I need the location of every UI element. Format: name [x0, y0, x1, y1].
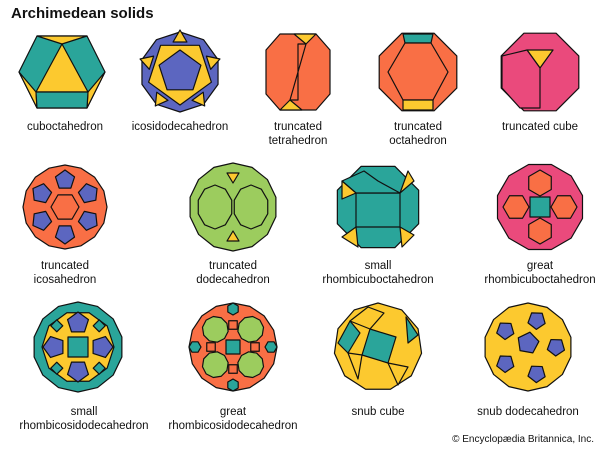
- face: [517, 331, 540, 354]
- icosidodecahedron: [139, 29, 221, 113]
- face: [546, 338, 566, 357]
- face: [250, 342, 260, 352]
- face: [341, 226, 359, 248]
- face: [289, 43, 307, 101]
- label-icosidodecahedron: icosidodecahedron: [131, 121, 229, 133]
- snub-cube: [333, 302, 423, 390]
- diagram-title: Archimedean solids: [11, 5, 154, 22]
- face: [32, 210, 53, 231]
- face: [77, 183, 98, 204]
- face: [188, 341, 202, 353]
- snub-dodecahedron: [484, 302, 572, 392]
- face: [154, 91, 169, 107]
- face: [227, 378, 239, 392]
- face: [228, 364, 238, 374]
- face: [405, 316, 419, 344]
- face: [349, 306, 385, 330]
- face: [158, 49, 202, 91]
- face: [172, 29, 188, 43]
- face: [529, 196, 551, 218]
- face: [67, 336, 89, 358]
- face: [54, 225, 76, 245]
- face: [50, 194, 80, 220]
- face: [35, 91, 89, 109]
- face: [237, 351, 265, 379]
- face: [92, 319, 106, 333]
- face: [36, 35, 88, 45]
- face: [92, 361, 106, 375]
- face: [228, 320, 238, 330]
- face: [50, 319, 64, 333]
- face: [233, 184, 269, 230]
- great-rhombicuboctahedron: [496, 163, 584, 251]
- label-truncated-cube: truncated cube: [501, 121, 579, 133]
- great-rhombicosidodecahedron: [188, 302, 278, 392]
- cuboctahedron: [18, 35, 106, 109]
- face: [226, 230, 240, 242]
- face: [528, 217, 552, 245]
- face: [399, 170, 415, 194]
- face: [337, 320, 361, 354]
- face: [197, 184, 233, 230]
- face: [66, 361, 90, 383]
- face: [54, 169, 76, 189]
- face: [264, 341, 278, 353]
- face: [387, 362, 409, 386]
- face: [139, 55, 155, 70]
- label-snub-dodecahedron: snub dodecahedron: [477, 406, 579, 418]
- face: [550, 195, 578, 219]
- face: [227, 302, 239, 316]
- face: [191, 91, 206, 107]
- small-rhombicosidodecahedron: [33, 301, 123, 393]
- truncated-cube: [500, 32, 580, 112]
- face: [341, 180, 357, 200]
- face: [496, 322, 515, 341]
- label-cuboctahedron: cuboctahedron: [26, 121, 104, 133]
- face: [225, 339, 241, 355]
- face: [279, 99, 303, 111]
- face: [347, 352, 363, 380]
- face: [402, 99, 434, 111]
- face: [527, 365, 546, 384]
- face: [527, 312, 546, 330]
- face: [502, 195, 530, 219]
- face: [92, 335, 114, 359]
- face: [402, 33, 434, 44]
- face: [66, 311, 90, 333]
- face: [496, 355, 515, 374]
- face: [42, 335, 64, 359]
- truncated-dodecahedron: [189, 162, 277, 252]
- truncated-icosahedron: [22, 164, 108, 250]
- face: [226, 172, 240, 184]
- face: [201, 351, 229, 379]
- face: [201, 315, 229, 343]
- face: [77, 210, 98, 231]
- face: [205, 55, 221, 70]
- face: [293, 33, 317, 45]
- face: [355, 192, 401, 228]
- face: [528, 169, 552, 197]
- face: [237, 315, 265, 343]
- face: [501, 49, 541, 109]
- truncated-octahedron: [378, 32, 458, 112]
- face: [206, 342, 216, 352]
- copyright: © Encyclopædia Britannica, Inc.: [452, 434, 594, 445]
- face: [50, 361, 64, 375]
- truncated-tetrahedron: [265, 33, 331, 111]
- face: [399, 226, 415, 248]
- small-rhombicuboctahedron: [336, 165, 420, 249]
- label-snub-cube: snub cube: [351, 406, 405, 418]
- face: [189, 162, 277, 252]
- face: [32, 183, 53, 204]
